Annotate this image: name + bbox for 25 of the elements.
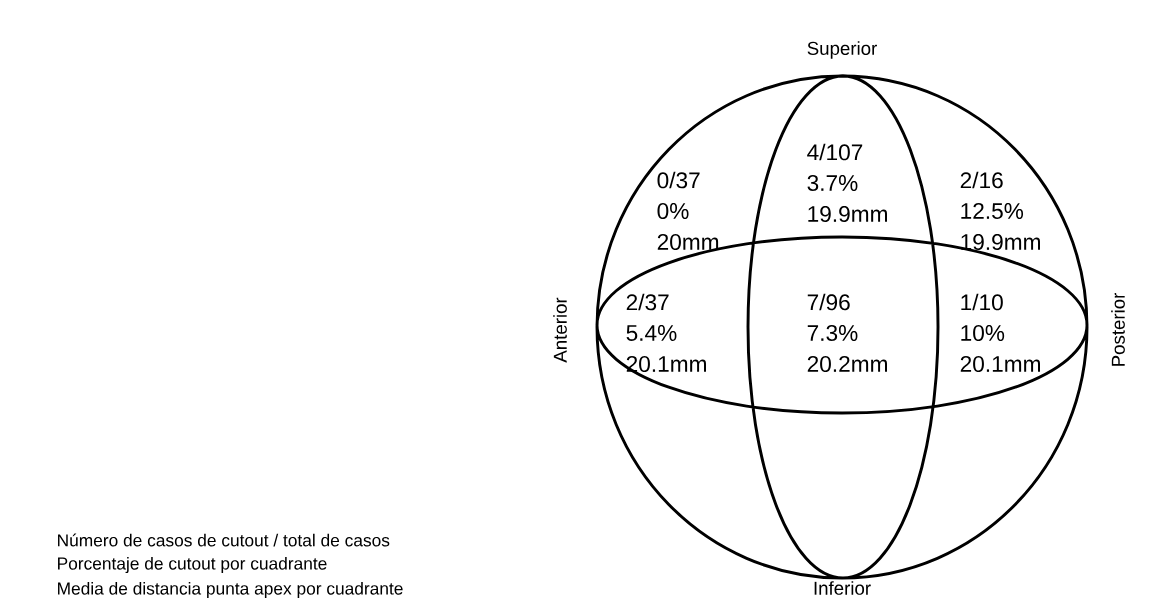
axis-label: Inferior [814, 581, 871, 595]
quadrant-value: 10% [961, 325, 1005, 342]
quadrant-value: 0% [657, 203, 689, 220]
quadrant-value: 12.5% [961, 203, 1024, 220]
quadrant-value: 2/16 [960, 171, 1003, 189]
quadrant-value: 19.9mm [808, 206, 887, 223]
quadrant-value: 0/37 [657, 171, 700, 189]
quadrant-value: 2/37 [626, 293, 669, 311]
quadrant-value: 20mm [657, 234, 719, 251]
quadrant-value: 1/10 [961, 293, 1003, 311]
legend-text: Número de casos de cutout / total de casos [58, 533, 390, 547]
axis-label: Anterior [553, 297, 567, 363]
quadrant-value: 7.3% [807, 325, 858, 342]
axis-label: Superior [807, 41, 877, 59]
quadrant-value: 5.4% [626, 325, 677, 341]
legend-text: Porcentaje de cutout por cuadrante [58, 556, 327, 574]
quadrant-value: 4/107 [807, 143, 863, 161]
quadrant-value: 20.1mm [626, 356, 706, 373]
axis-label: Posterior [1111, 292, 1125, 366]
quadrant-value: 3.7% [807, 175, 858, 192]
quadrant-value: 20.1mm [960, 356, 1040, 373]
quadrant-value: 19.9mm [961, 234, 1040, 251]
legend-text: Media de distancia punta apex por cuadrante [58, 581, 403, 599]
quadrant-value: 20.2mm [807, 356, 887, 373]
quadrant-value: 7/96 [807, 293, 850, 311]
